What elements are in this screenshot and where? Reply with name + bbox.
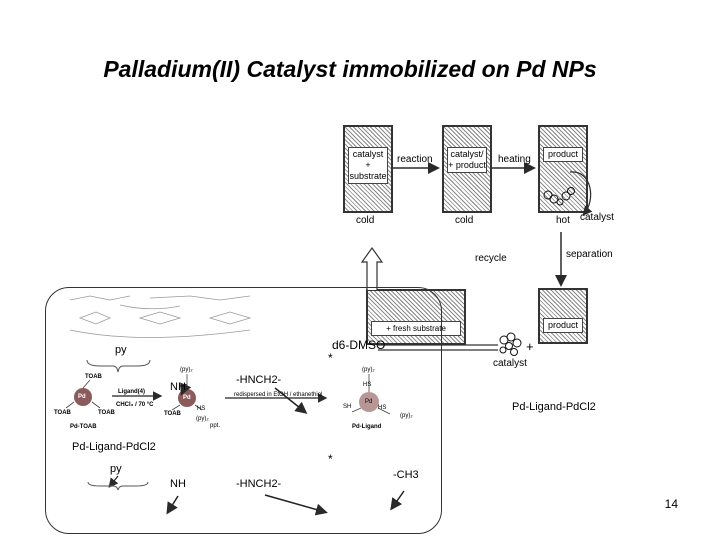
py-brace-bottom [87,481,149,491]
ch3-label: -CH3 [393,469,419,481]
py2-d: (py)₂ [400,413,413,419]
heating-label: heating [498,154,531,165]
conditions-label: CHCl₃ / 70 °C [116,402,154,408]
hot-curl-arrow [569,171,593,216]
box2-line1: catalyst/ [450,149,484,159]
hnch2-top-label: -HNCH2- [236,374,282,386]
toab-2: TOAB [98,410,115,416]
catalyst-cluster-hot [543,187,575,206]
py-top-label: py [115,344,127,356]
box-catalyst-product: catalyst/ + product [442,125,492,213]
hs-right: HS [363,382,372,388]
nh-pointer-top [180,382,192,396]
pd-ligand-small: Pd-Ligand [352,424,382,430]
hnch2-pointer-top [274,387,308,414]
box2-line2: + product [448,160,486,170]
box5-line1: product [547,320,579,330]
pd-toab: Pd-TOAB [70,424,97,430]
redispersed-label: redispersed in EtOH / ethanethiol [234,392,323,398]
box3-line1: product [547,149,579,159]
sh-right: SH [343,404,352,410]
cold-label-1: cold [356,215,375,226]
hot-label: hot [556,215,570,226]
catalyst-bottom-label: catalyst [493,358,527,369]
pd-ligand-pdcl2-right: Pd-Ligand-PdCl2 [512,401,596,413]
plus-sign: + [526,339,534,354]
pd-middle: Pd [183,395,191,401]
cold-label-2: cold [455,215,474,226]
toab-1: TOAB [54,410,71,416]
pd-ball-right [359,392,379,412]
page-number: 14 [664,497,678,511]
pd-left: Pd [78,394,86,400]
reaction-label: reaction [397,154,433,165]
scheme-frame [45,287,442,534]
nh-top-label: NH [170,381,186,393]
ppt-label: ppt. [210,423,221,429]
pd-ligand-pdcl2-left: Pd-Ligand-PdCl2 [72,441,156,453]
hs-middle: HS [197,406,206,412]
recycle-arrow [360,246,384,290]
toab-4: TOAB [164,411,181,417]
star-1: * [328,351,333,365]
py-bottom-label: py [110,463,122,475]
ligand-label: Ligand(4) [118,389,145,395]
py2-a: (py)₂ [180,367,193,373]
box4-line1: + fresh substrate [386,324,446,333]
hs-right-2: HS [378,405,387,411]
catalyst-hot-label: catalyst [580,212,614,223]
box-product-separated: product [538,288,588,344]
recycle-label: recycle [475,253,507,264]
nh-pointer-bottom [166,495,179,515]
toab-bonds [65,374,391,415]
tl-label: TOAB [85,374,102,380]
ligand-structure [69,295,252,338]
py-brace-top [86,359,151,373]
box1-line1: catalyst + [352,149,384,170]
py2-b: (py)₂ [196,416,209,422]
nh-bottom-label: NH [170,478,186,490]
box1-line2: substrate [349,171,387,181]
hnch2-pointer-bottom [264,494,328,516]
hnch2-bottom-label: -HNCH2- [236,478,282,490]
box-fresh-substrate: + fresh substrate [366,289,466,345]
catalyst-cluster-bottom [499,332,522,356]
py-pointer-bottom [108,475,119,488]
py2-c: (py)₂ [362,367,375,373]
pd-right: Pd [365,399,373,405]
ch3-pointer [390,490,405,511]
pd-ball-left [74,388,92,406]
slide-title: Palladium(II) Catalyst immobilized on Pd… [103,56,597,82]
d6-dmso-label: d6-DMSO [332,338,386,352]
separation-label: separation [566,249,613,260]
star-2: * [328,452,333,466]
box-catalyst-substrate: catalyst + substrate [343,125,393,213]
